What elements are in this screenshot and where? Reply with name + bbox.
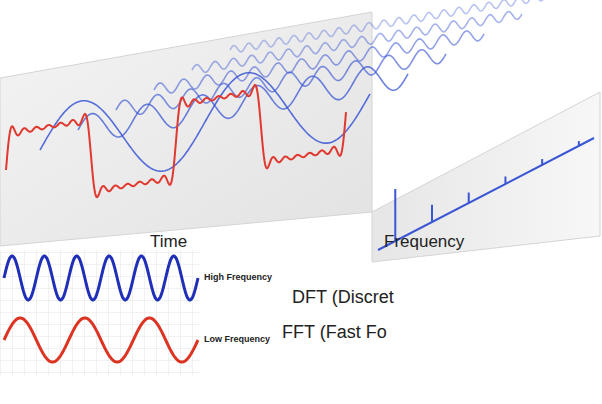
sine-component bbox=[116, 50, 446, 114]
frequency-spike bbox=[578, 141, 580, 146]
wave-label: High Frequency bbox=[204, 272, 272, 282]
axis-label: Frequency bbox=[384, 232, 464, 252]
square-wave bbox=[6, 85, 346, 197]
sample-waves bbox=[4, 256, 198, 362]
axis-label: Time bbox=[150, 232, 187, 252]
high-frequency-wave bbox=[4, 256, 198, 300]
sine-component bbox=[78, 67, 408, 137]
bullet-text: DFT (Discret bbox=[292, 287, 394, 308]
grid-background bbox=[0, 250, 200, 375]
bullet-text: FFT (Fast Fo bbox=[282, 322, 387, 343]
frequency-spike bbox=[504, 176, 506, 183]
sine-component bbox=[230, 0, 560, 52]
wave-label: Low Frequency bbox=[204, 334, 270, 344]
time-plane bbox=[0, 12, 372, 246]
sine-component bbox=[192, 12, 522, 73]
frequency-spike bbox=[541, 159, 543, 165]
frequency-plane bbox=[372, 92, 600, 262]
frequency-spike bbox=[431, 205, 433, 222]
low-frequency-wave bbox=[4, 318, 198, 362]
sine-components bbox=[6, 0, 560, 197]
sine-component bbox=[40, 73, 370, 172]
frequency-spike bbox=[468, 193, 470, 203]
